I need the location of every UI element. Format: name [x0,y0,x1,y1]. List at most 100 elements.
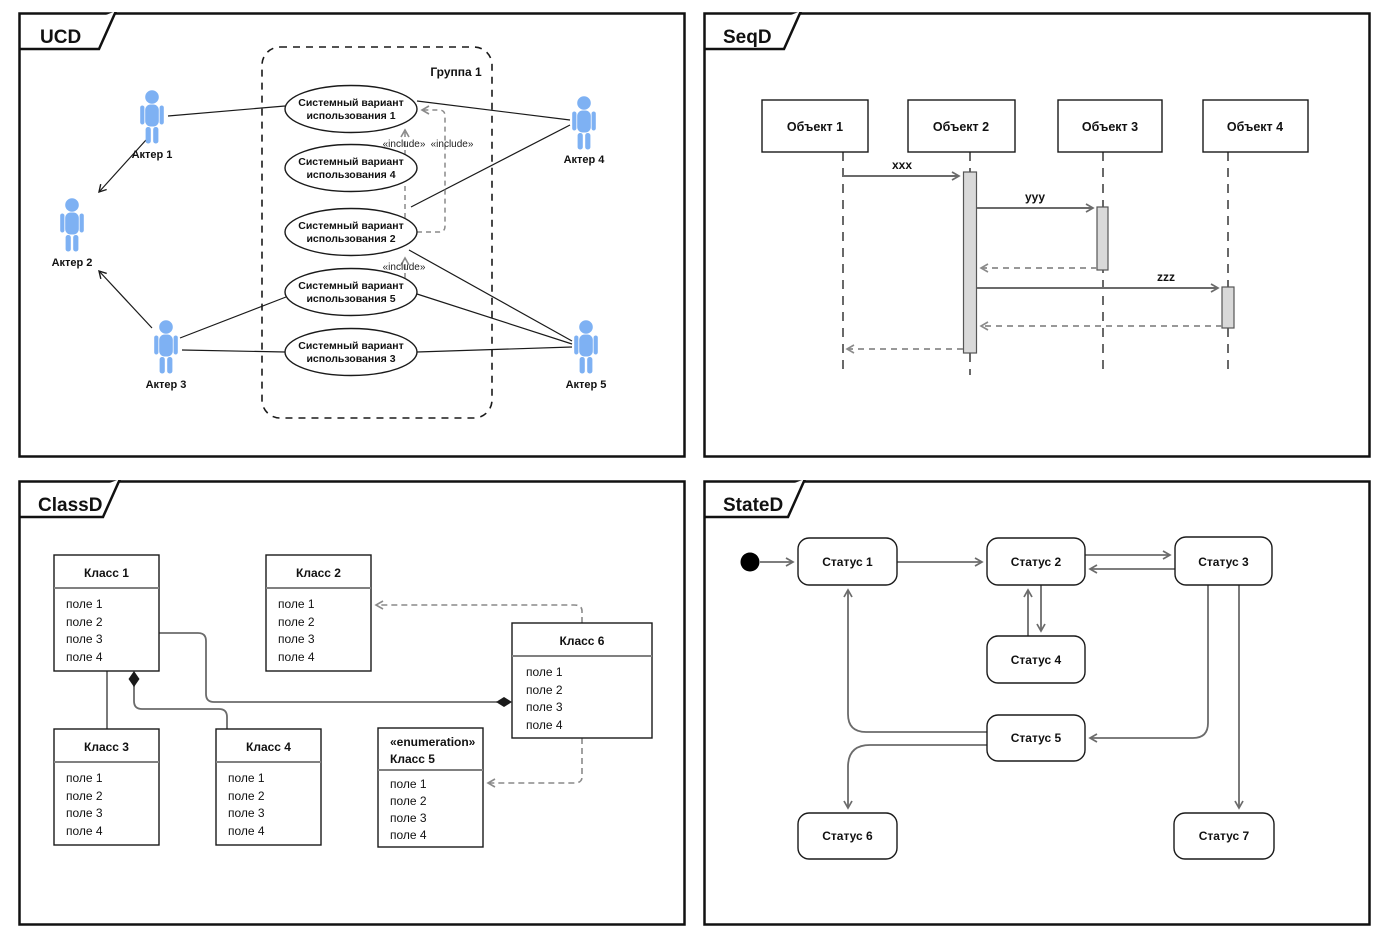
class-title: Класс 3 [84,740,129,754]
class-field: поле 4 [278,650,315,664]
actor-label: Актер 5 [566,379,607,391]
ucd-tab-title: UCD [40,27,81,48]
stated-tab-title: StateD [723,495,783,516]
class-field: поле 3 [526,700,563,714]
lifelines [842,152,1229,375]
use-case-label: Системный вариант [298,220,404,232]
class-field: поле 1 [66,597,103,611]
state-transitions [760,550,1244,810]
class-field: поле 4 [390,828,427,842]
message-label: yyy [1025,190,1045,204]
class-title: Класс 1 [84,566,129,580]
actor-1[interactable]: Актер 1 [132,90,173,161]
panel-class-diagram: ClassD Класс 1 поле 1 поле 2 поле 3 поле… [18,480,686,926]
class-field: поле 3 [278,632,315,646]
use-case-3[interactable]: Системный вариант использования 3 [284,327,418,377]
seqd-tab-title: SeqD [723,27,772,48]
messages: xxx yyy zzz [843,158,1222,354]
class-5-enumeration[interactable]: «enumeration» Класс 5 поле 1 поле 2 поле… [377,727,484,848]
use-case-label: использования 5 [306,293,395,305]
include-label: «include» [383,262,426,273]
initial-state-dot [740,552,760,572]
actor-label: Актер 3 [146,379,187,391]
class-field: поле 3 [66,632,103,646]
class-field: поле 1 [66,771,103,785]
use-case-label: использования 3 [306,353,395,365]
class-field: поле 2 [526,683,563,697]
use-case-4[interactable]: Системный вариант использования 4 [284,143,418,193]
state-label: Статус 7 [1199,829,1250,843]
class-field: поле 4 [66,650,103,664]
class-field: поле 3 [228,806,265,820]
state-4[interactable]: Статус 4 [986,635,1086,684]
class-field: поле 2 [278,615,315,629]
use-case-2[interactable]: Системный вариант использования 2 [284,207,418,257]
use-case-1[interactable]: Системный вариант использования 1 [284,84,418,134]
class-field: поле 2 [390,794,427,808]
state-5[interactable]: Статус 5 [986,714,1086,762]
class-stereotype: «enumeration» [390,735,476,749]
use-case-5[interactable]: Системный вариант использования 5 [284,267,418,317]
classd-tab-title: ClassD [38,495,102,516]
class-field: поле 2 [228,789,265,803]
class-2[interactable]: Класс 2 поле 1 поле 2 поле 3 поле 4 [265,554,372,672]
state-label: Статус 1 [822,555,873,569]
seqd-frame [703,12,1371,458]
actor-2[interactable]: Актер 2 [52,198,93,269]
use-case-label: Системный вариант [298,156,404,168]
seqd-tab-shape [705,12,802,51]
class-field: поле 1 [390,777,427,791]
class-title: Класс 4 [246,740,291,754]
class-3[interactable]: Класс 3 поле 1 поле 2 поле 3 поле 4 [53,728,160,846]
state-3[interactable]: Статус 3 [1174,536,1273,586]
class-title: Класс 5 [390,752,435,766]
class-6[interactable]: Класс 6 поле 1 поле 2 поле 3 поле 4 [511,622,653,739]
use-case-label: использования 2 [306,233,395,245]
class-4[interactable]: Класс 4 поле 1 поле 2 поле 3 поле 4 [215,728,322,846]
use-case-label: Системный вариант [298,97,404,109]
class-field: поле 1 [526,665,563,679]
class-field: поле 3 [390,811,427,825]
object-4[interactable]: Объект 4 [1202,99,1309,153]
object-2[interactable]: Объект 2 [907,99,1016,153]
state-label: Статус 2 [1011,555,1062,569]
class-connectors [106,600,583,788]
actor-5[interactable]: Актер 5 [566,320,607,391]
use-case-label: Системный вариант [298,280,404,292]
state-6[interactable]: Статус 6 [797,812,898,860]
object-label: Объект 2 [933,120,989,134]
object-3[interactable]: Объект 3 [1057,99,1163,153]
panel-sequence-diagram: SeqD Объект 1 Объект 2 Объект 3 Объект 4… [703,12,1371,458]
state-2[interactable]: Статус 2 [986,537,1086,586]
class-field: поле 1 [278,597,315,611]
state-label: Статус 5 [1011,731,1062,745]
ucd-include-links [400,105,446,278]
panel-state-diagram: StateD Статус 1 Статус 2 Статус 3 Статус… [703,480,1371,926]
object-label: Объект 1 [787,120,843,134]
ucd-association-lines [98,100,573,353]
state-label: Статус 3 [1198,555,1249,569]
classd-tab-shape [20,480,121,519]
class-field: поле 1 [228,771,265,785]
actor-3[interactable]: Актер 3 [146,320,187,391]
class-field: поле 2 [66,789,103,803]
include-label: «include» [383,139,426,150]
class-field: поле 4 [66,824,103,838]
object-label: Объект 4 [1227,120,1283,134]
message-label: xxx [892,158,912,172]
include-label: «include» [431,139,474,150]
actor-4[interactable]: Актер 4 [564,96,606,166]
state-1[interactable]: Статус 1 [797,537,898,586]
class-1[interactable]: Класс 1 поле 1 поле 2 поле 3 поле 4 [53,554,160,672]
object-1[interactable]: Объект 1 [761,99,869,153]
class-field: поле 3 [66,806,103,820]
state-label: Статус 6 [822,829,873,843]
class-field: поле 4 [228,824,265,838]
panel-use-case-diagram: UCD Группа 1 «include» «include» «includ… [18,12,686,458]
actor-label: Актер 2 [52,257,93,269]
state-7[interactable]: Статус 7 [1173,812,1275,860]
class-title: Класс 6 [560,634,605,648]
use-case-label: использования 1 [306,110,395,122]
ucd-group-box [261,46,493,419]
class-title: Класс 2 [296,566,341,580]
